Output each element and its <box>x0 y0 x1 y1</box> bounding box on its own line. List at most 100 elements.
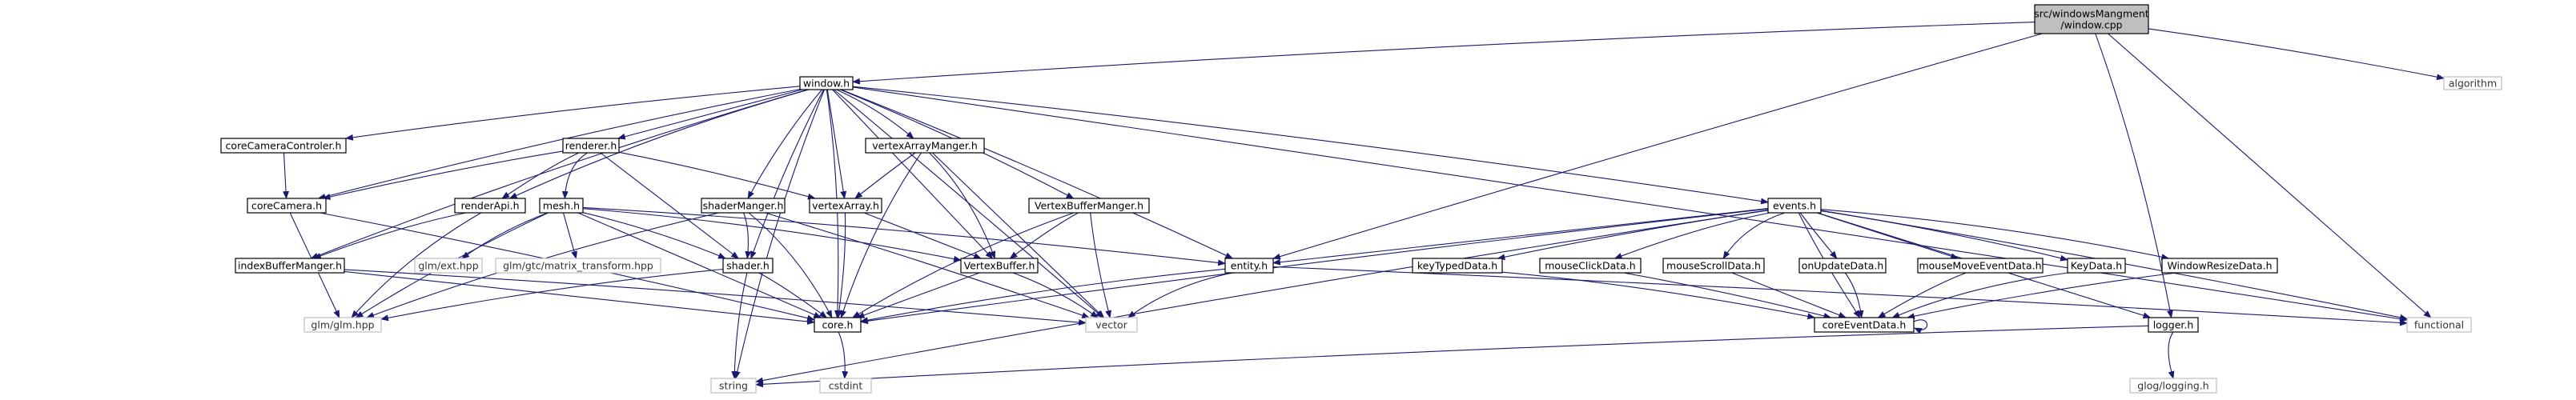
node-label: algorithm <box>2449 77 2497 89</box>
edge-window-to-events <box>852 86 1769 205</box>
edge-events-to-onUpdateData <box>1799 212 1838 259</box>
node-coreEventData[interactable]: coreEventData.h <box>1814 317 1915 333</box>
edge-shader-to-string <box>731 272 748 379</box>
node-label: vertexArrayManger.h <box>872 139 978 151</box>
node-WindowResizeData[interactable]: WindowResizeData.h <box>2161 258 2278 274</box>
edge-renderApi-to-glmhpp <box>351 212 482 318</box>
node-box <box>2148 317 2199 333</box>
node-label: logger.h <box>2153 318 2194 330</box>
node-label: renderApi.h <box>460 199 519 211</box>
edge-VertexBufferManger-to-VertexBuffer <box>1009 212 1079 259</box>
node-label: shader.h <box>726 259 770 271</box>
edge-window-to-entity <box>841 89 1234 259</box>
edge-window-to-coreCameraControler <box>345 86 801 141</box>
edge-keyTypedData-to-coreEventData <box>1501 271 1816 320</box>
node-onUpdateData[interactable]: onUpdateData.h <box>1798 258 1887 274</box>
edge-mouseClickData-to-coreEventData <box>1623 272 1832 319</box>
node-vertexArray[interactable]: vertexArray.h <box>809 198 882 214</box>
node-logger[interactable]: logger.h <box>2148 317 2199 333</box>
edge-events-to-entity <box>1272 208 1769 266</box>
node-label: window.h <box>803 77 850 89</box>
edge-onUpdateData-to-coreEventData <box>1844 272 1864 318</box>
edge-root-to-window <box>852 22 2035 85</box>
edge-window-to-renderApi <box>508 89 810 199</box>
node-label: WindowResizeData.h <box>2167 259 2272 271</box>
node-label: /window.cpp <box>2060 18 2122 30</box>
node-coreCamera[interactable]: coreCamera.h <box>247 198 327 214</box>
node-window[interactable]: window.h <box>799 76 854 90</box>
edge-events-to-keyTypedData <box>1497 210 1769 261</box>
edge-renderer-to-coreCamera <box>322 150 564 200</box>
edge-vertexArrayManger-to-core <box>840 152 922 318</box>
edge-mesh-to-glmgtc <box>562 212 577 259</box>
node-box <box>1917 258 2044 274</box>
edge-renderer-to-renderApi <box>501 152 580 199</box>
edge-events-to-string <box>755 210 1769 384</box>
node-box <box>1539 258 1642 274</box>
node-glmgtc: glm/gtc/matrix_transform.hpp <box>495 258 661 274</box>
node-box <box>1798 258 1887 274</box>
node-renderer[interactable]: renderer.h <box>562 138 620 154</box>
node-box <box>562 138 620 154</box>
node-mouseClickData[interactable]: mouseClickData.h <box>1539 258 1642 274</box>
node-label: coreCameraControler.h <box>226 139 342 151</box>
edge-mesh-to-VertexBuffer <box>582 208 962 262</box>
edge-renderer-to-shader <box>600 152 739 259</box>
node-label: VertexBufferManger.h <box>1035 199 1143 211</box>
edge-mesh-to-shader <box>582 212 726 259</box>
node-events[interactable]: events.h <box>1767 198 1822 214</box>
node-core[interactable]: core.h <box>814 317 862 333</box>
edge-root-to-functional <box>2108 33 2432 318</box>
edge-root-to-logger <box>2095 33 2173 318</box>
node-VertexBuffer[interactable]: VertexBuffer.h <box>960 258 1039 274</box>
node-box <box>1085 317 1138 333</box>
node-box <box>1662 258 1765 274</box>
node-entity[interactable]: entity.h <box>1224 258 1274 274</box>
node-box <box>960 258 1039 274</box>
node-box <box>539 198 584 214</box>
node-keyTypedData[interactable]: keyTypedData.h <box>1412 258 1503 274</box>
node-mouseScrollData[interactable]: mouseScrollData.h <box>1662 258 1765 274</box>
node-label: cstdint <box>829 379 863 391</box>
edge-shaderManger-to-shader <box>743 212 752 259</box>
edge-vertexArrayManger-to-vertexArray <box>854 152 916 199</box>
node-mouseMoveEventData[interactable]: mouseMoveEventData.h <box>1917 258 2044 274</box>
edge-events-to-mouseScrollData <box>1722 212 1786 259</box>
edge-logger-to-gloglogging <box>2168 331 2175 379</box>
node-box <box>799 76 854 90</box>
node-box <box>710 378 757 394</box>
node-box <box>809 198 882 214</box>
edge-shader-to-glmhpp <box>380 268 724 322</box>
edge-renderApi-to-indexBufferManger <box>313 212 467 259</box>
node-glmext: glm/ext.hpp <box>414 258 483 274</box>
node-box <box>819 378 872 394</box>
node-shader[interactable]: shader.h <box>722 258 774 274</box>
node-label: indexBufferManger.h <box>238 259 342 271</box>
node-vertexArrayManger[interactable]: vertexArrayManger.h <box>865 138 985 154</box>
edge-window-to-coreCamera <box>317 88 801 200</box>
node-box <box>2129 378 2217 394</box>
node-coreCameraControler[interactable]: coreCameraControler.h <box>220 138 347 154</box>
node-mesh[interactable]: mesh.h <box>539 198 584 214</box>
edge-coreEventData-to-coreEventData <box>1913 319 1928 334</box>
node-label: KeyData.h <box>2071 259 2122 271</box>
node-box <box>722 258 774 274</box>
node-root[interactable]: src/windowsMangment/window.cpp <box>2034 4 2149 34</box>
node-gloglogging: glog/logging.h <box>2129 378 2217 394</box>
node-string: string <box>710 378 757 394</box>
node-shaderManger[interactable]: shaderManger.h <box>701 198 786 214</box>
node-VertexBufferManger[interactable]: VertexBufferManger.h <box>1028 198 1150 214</box>
node-box <box>2034 4 2149 34</box>
node-box <box>247 198 327 214</box>
edge-coreCameraControler-to-coreCamera <box>283 152 289 199</box>
edge-window-to-indexBufferManger <box>310 89 808 259</box>
node-box <box>2406 317 2472 333</box>
edge-vertexArrayManger-to-VertexBuffer <box>929 152 996 259</box>
node-label: entity.h <box>1231 259 1268 271</box>
node-box <box>865 138 985 154</box>
node-renderApi[interactable]: renderApi.h <box>454 198 526 214</box>
node-box <box>220 138 347 154</box>
node-KeyData[interactable]: KeyData.h <box>2067 258 2126 274</box>
node-indexBufferManger[interactable]: indexBufferManger.h <box>235 258 345 274</box>
node-label: keyTypedData.h <box>1417 259 1497 271</box>
